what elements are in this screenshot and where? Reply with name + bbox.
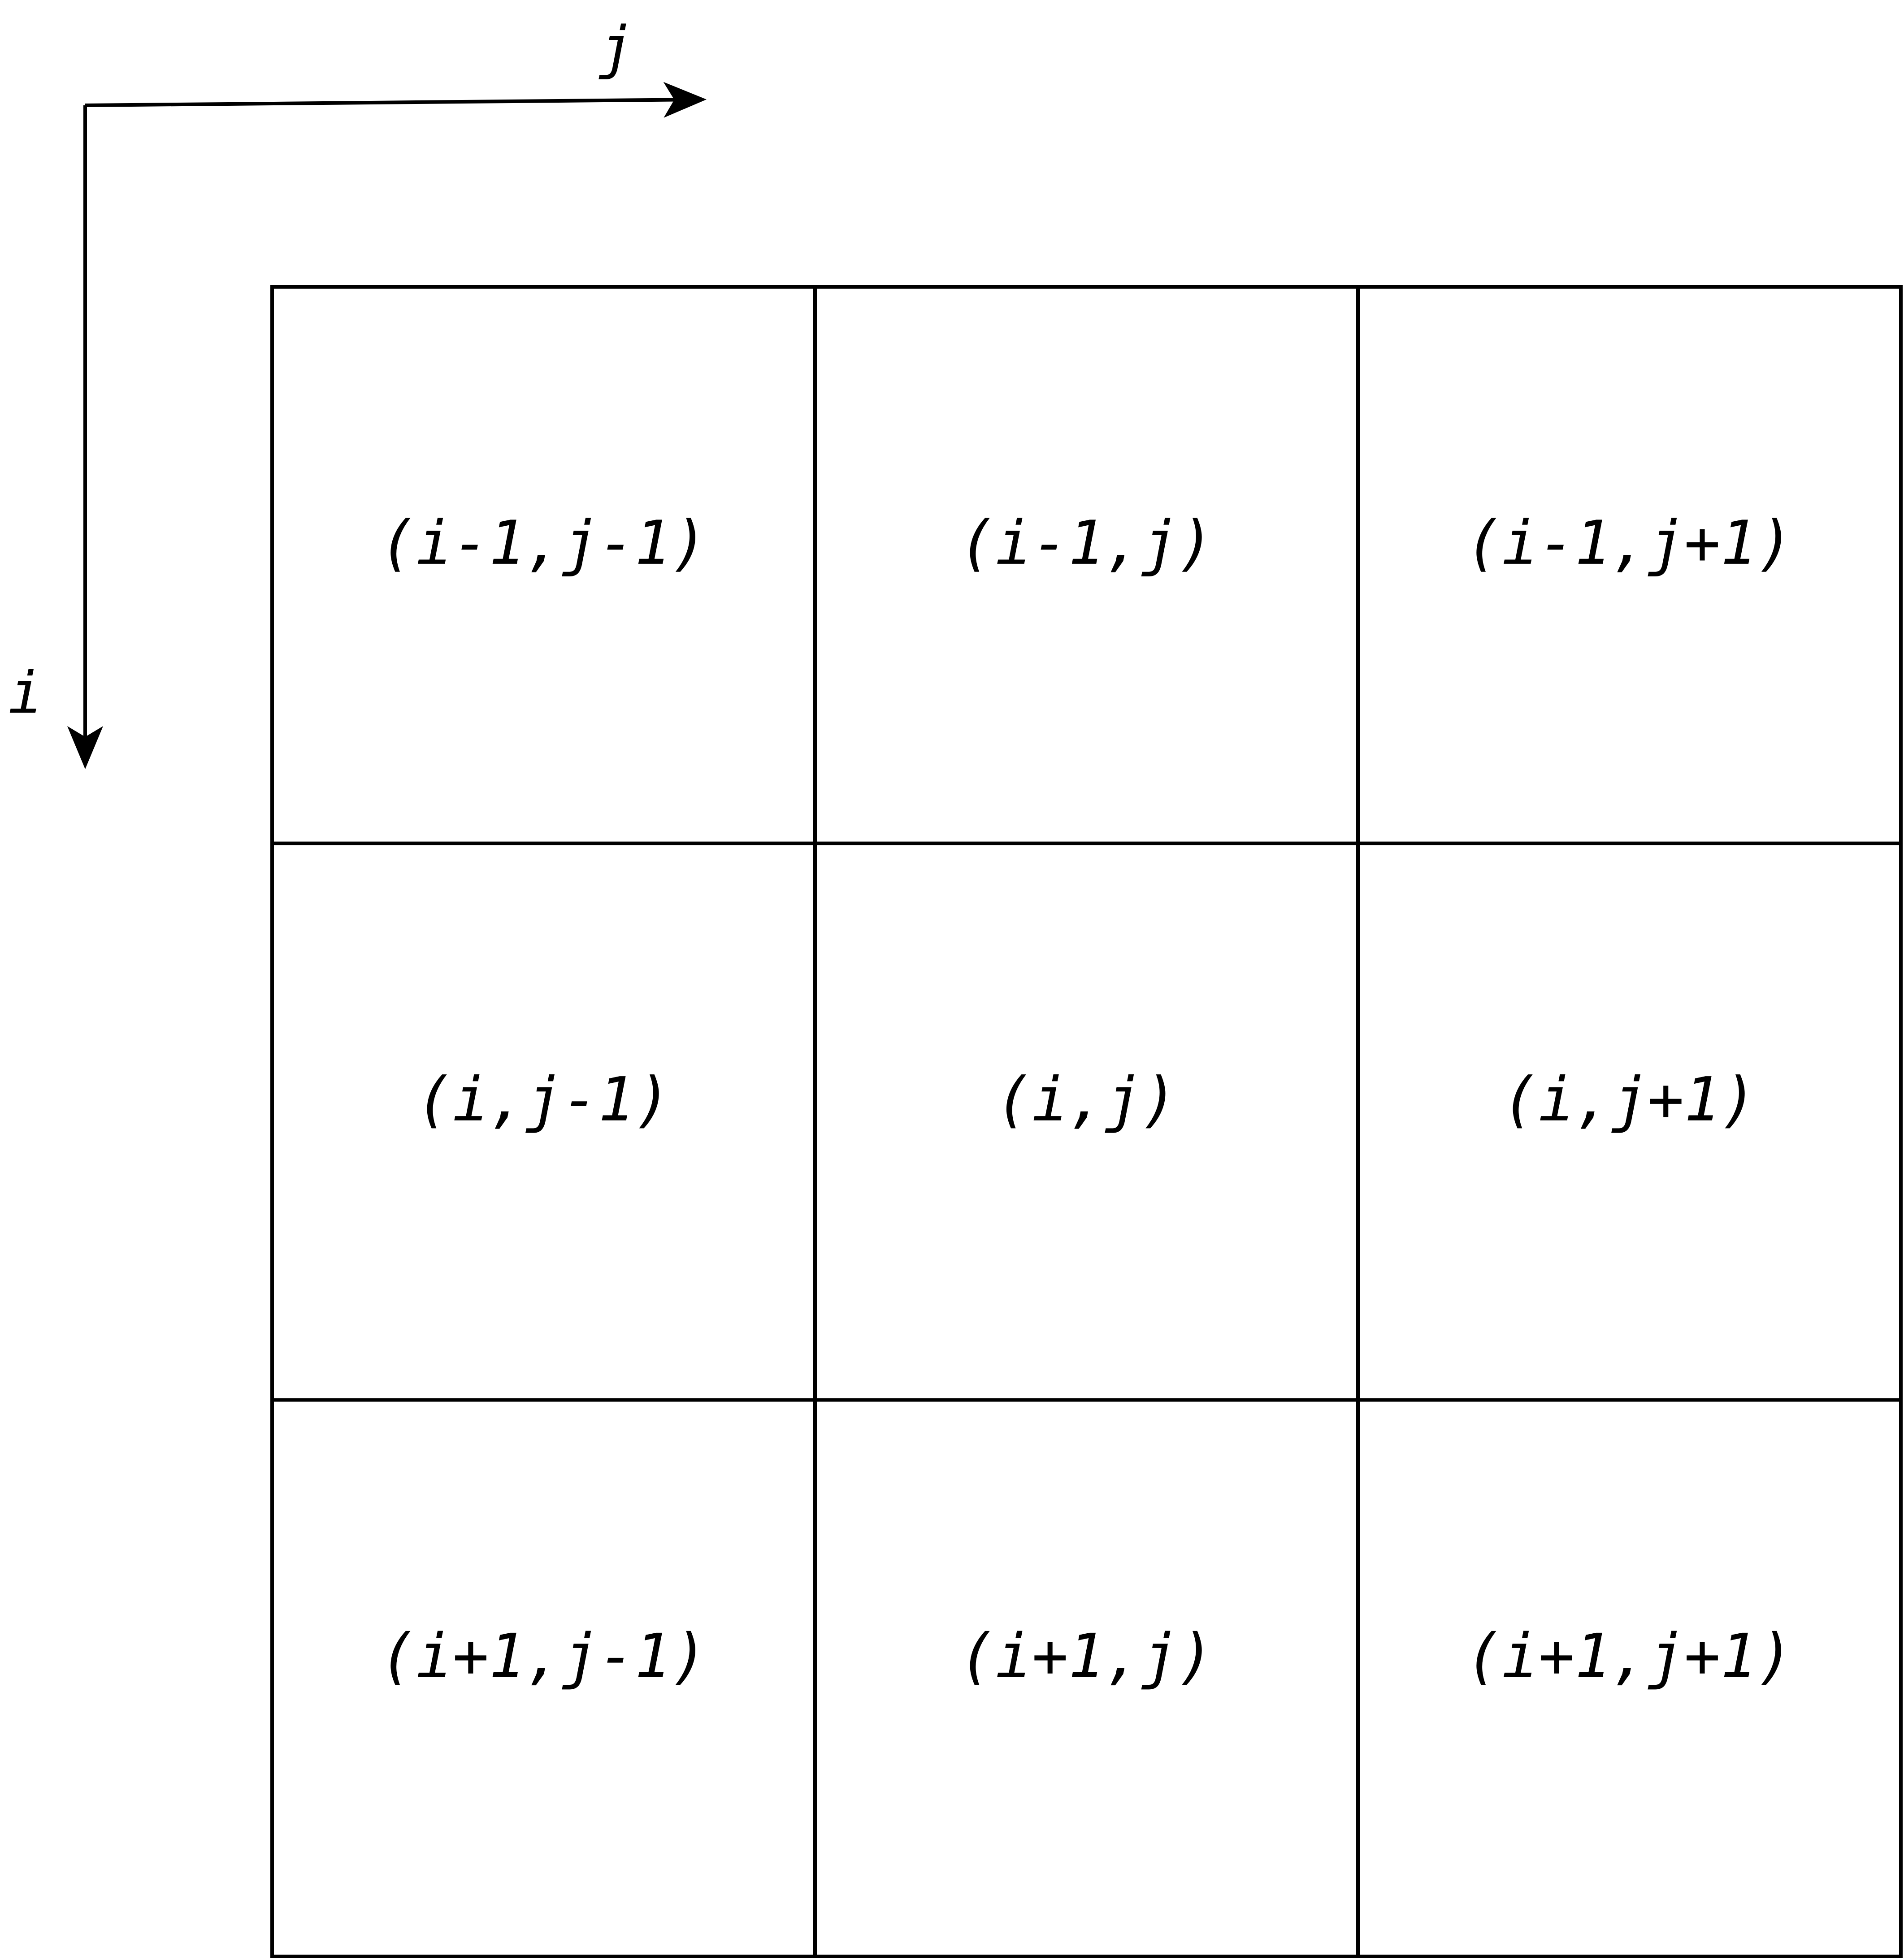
grid-cell-label: (i-1,j-1): [380, 508, 708, 578]
i-axis-label: i: [8, 660, 43, 727]
grid-border: [270, 285, 1903, 1958]
grid-cell-label: (i,j-1): [416, 1064, 671, 1135]
grid-cell-label: (i-1,j+1): [1466, 508, 1794, 578]
grid-cells: (i-1,j-1) (i-1,j) (i-1,j+1) (i,j-1) (i,j) (i,…: [380, 508, 1794, 1691]
grid-cell-label: (i,j): [995, 1064, 1177, 1135]
axes: j i: [8, 14, 707, 769]
grid-cell-label: (i+1,j+1): [1466, 1621, 1794, 1691]
j-axis-label: j: [599, 14, 633, 81]
grid-cell-label: (i+1,j-1): [380, 1621, 708, 1691]
grid-cell-label: (i,j+1): [1502, 1064, 1757, 1135]
grid-cell-label: (i+1,j): [959, 1621, 1214, 1691]
j-axis-arrow: [85, 82, 707, 118]
grid-lines: [270, 285, 1903, 1958]
grid-cell-label: (i-1,j): [959, 508, 1214, 578]
